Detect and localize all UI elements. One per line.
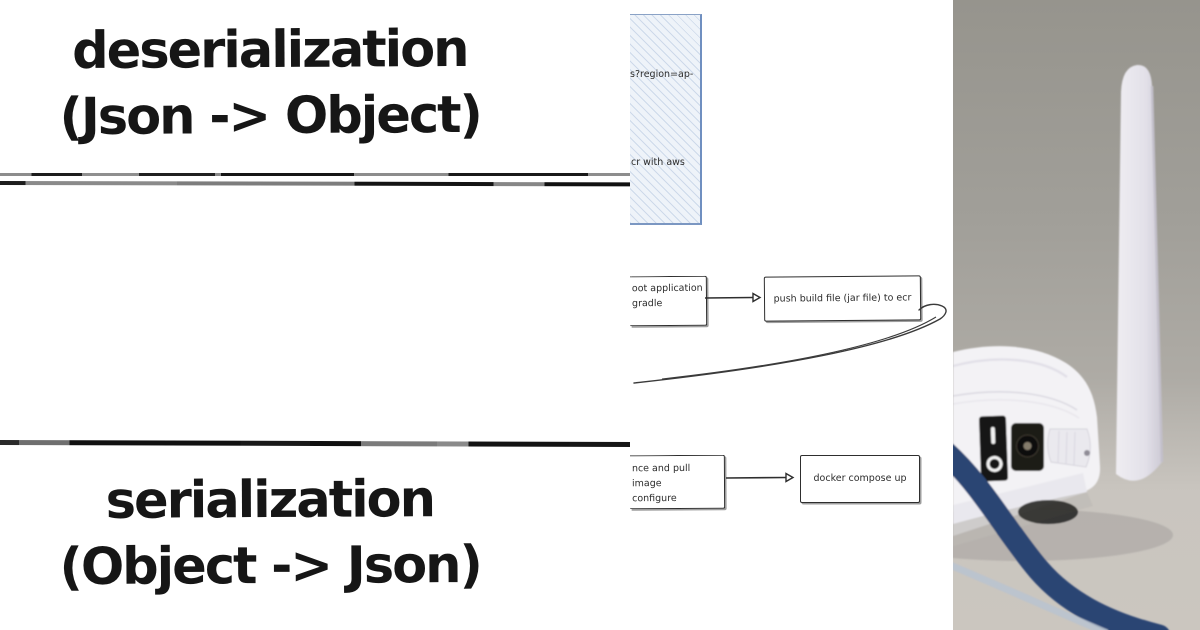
switch-off-mark — [986, 455, 1003, 472]
divider-line-top-upper — [0, 173, 632, 176]
flow-arrow-icon — [725, 472, 795, 483]
antenna-base-screw — [1084, 450, 1090, 456]
pull-image-box: nce and pull image configure — [629, 454, 726, 510]
router-foot — [1018, 500, 1078, 524]
divider-line-top-lower — [0, 181, 634, 187]
aws-box-text-2: cr with aws — [631, 157, 685, 168]
divider-line-bottom — [0, 440, 634, 447]
deserialization-title: deserialization (Json -> Object) — [0, 17, 540, 152]
ethernet-cable-light — [943, 559, 1109, 630]
serialization-title-line2: (Object -> Json) — [59, 535, 481, 598]
switch-on-mark — [990, 426, 996, 444]
serialization-title-line1: serialization — [105, 470, 435, 531]
body-groove-1 — [952, 358, 1068, 378]
antenna-edge-shade — [1150, 85, 1164, 463]
deployment-flowchart-panel: s?region=ap- cr with aws oot application… — [629, 0, 953, 630]
loop-arrow-curve — [633, 303, 947, 384]
flow-arrow-icon — [704, 292, 762, 303]
router-photo-illustration — [873, 0, 1200, 630]
serialization-diagram-panel: deserialization (Json -> Object) seriali… — [0, 17, 634, 602]
compose-box-text: docker compose up — [813, 473, 907, 485]
antenna-base — [1047, 428, 1091, 468]
deserialization-title-line1: deserialization — [71, 19, 468, 82]
body-groove-2 — [952, 391, 1078, 411]
router-photo — [873, 0, 1200, 630]
power-jack — [1011, 423, 1044, 471]
serialization-title: serialization (Object -> Json) — [0, 467, 540, 602]
instance-box-text-2: configure — [632, 493, 677, 505]
deserialization-title-line2: (Json -> Object) — [59, 85, 481, 148]
ethernet-cable-dark — [933, 440, 1169, 630]
power-switch — [978, 415, 1009, 482]
instance-box-text-1: nce and pull image — [631, 462, 691, 490]
aws-ecr-hatched-box: s?region=ap- cr with aws — [630, 14, 702, 225]
aws-box-text-1: s?region=ap- — [630, 69, 694, 80]
jack-pin — [1023, 442, 1032, 450]
docker-compose-box: docker compose up — [800, 455, 920, 503]
antenna — [1116, 64, 1162, 481]
body-groove-3 — [952, 399, 1080, 419]
